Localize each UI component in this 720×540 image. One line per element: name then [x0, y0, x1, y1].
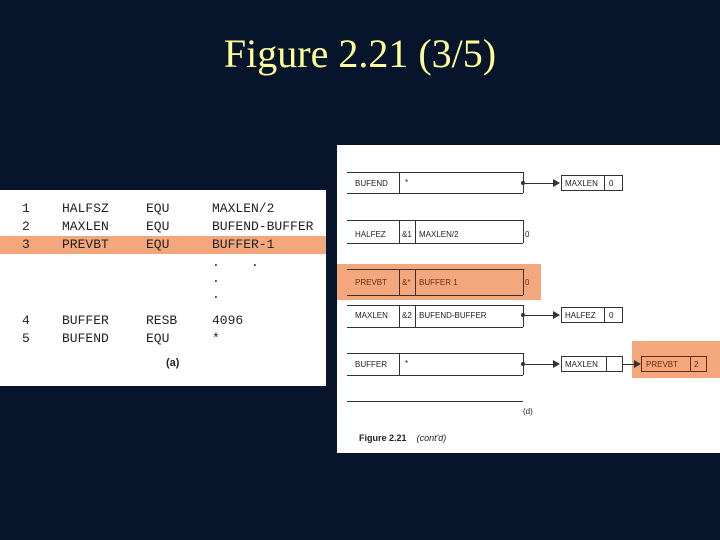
- column-divider: [415, 269, 416, 295]
- label: MAXLEN: [62, 219, 109, 234]
- panel-a-caption: (a): [166, 357, 180, 369]
- line-number: 4: [22, 313, 30, 328]
- slide-title: Figure 2.21 (3/5): [223, 31, 497, 76]
- pointer-arrow: [622, 364, 636, 365]
- node-label: PREVBT: [646, 360, 679, 369]
- symbol-expression: BUFFER 1: [419, 278, 458, 287]
- table-rule: [347, 375, 523, 376]
- column-divider: [415, 305, 416, 327]
- highlight-prevbt-row: [0, 236, 326, 254]
- symbol-flag: *: [405, 178, 409, 187]
- column-divider: [523, 220, 524, 243]
- node-label: MAXLEN: [565, 179, 598, 188]
- label: PREVBT: [62, 237, 109, 252]
- opcode: EQU: [146, 237, 170, 252]
- column-divider: [399, 269, 400, 295]
- line-number: 1: [22, 201, 30, 216]
- operand: MAXLEN/2: [212, 201, 275, 216]
- node-label: HALFEZ: [565, 311, 596, 320]
- symbol-name: MAXLEN: [355, 311, 388, 320]
- line-number: 2: [22, 219, 30, 234]
- line-number: 5: [22, 331, 30, 346]
- node-value: 0: [609, 311, 614, 320]
- symbol-flag: &*: [402, 278, 411, 287]
- symbol-name: BUFFER: [355, 360, 387, 369]
- node-label-box: [561, 356, 607, 372]
- column-divider: [399, 305, 400, 327]
- arrowhead: [553, 311, 560, 319]
- operand: 4096: [212, 313, 244, 328]
- label: BUFEND: [62, 331, 109, 346]
- symbol-flag: &2: [402, 311, 412, 320]
- symbol-pointer: 0: [525, 230, 530, 239]
- operand: BUFEND-BUFFER: [212, 219, 314, 234]
- column-divider: [415, 220, 416, 243]
- symbol-name: PREVBT: [355, 278, 388, 287]
- figure-caption: Figure 2.21 (cont'd): [359, 433, 446, 443]
- table-rule: [347, 401, 523, 402]
- panel-d-caption: (d): [523, 407, 533, 416]
- label: HALFSZ: [62, 201, 109, 216]
- node-label-box: [561, 307, 605, 323]
- symbol-table-panel: BUFEND * MAXLEN 0 HALFEZ &1 MAXLEN/2 0 P…: [337, 145, 720, 453]
- symbol-flag: *: [405, 359, 409, 368]
- symbol-flag: &1: [402, 230, 412, 239]
- operand: BUFFER-1: [212, 237, 275, 252]
- ellipsis: . .: [212, 255, 259, 270]
- source-listing-panel: 1 HALFSZ EQU MAXLEN/2 2 MAXLEN EQU BUFEN…: [0, 190, 326, 386]
- opcode: EQU: [146, 331, 170, 346]
- opcode: EQU: [146, 219, 170, 234]
- pointer-arrow: [525, 364, 555, 365]
- line-number: 3: [22, 237, 30, 252]
- arrowhead: [553, 360, 560, 368]
- figure-note: (cont'd): [416, 433, 447, 443]
- pointer-arrow: [525, 183, 555, 184]
- table-rule: [347, 193, 523, 194]
- pointer-dot: [521, 313, 525, 317]
- symbol-expression: BUFEND-BUFFER: [419, 311, 487, 320]
- column-divider: [523, 269, 524, 295]
- symbol-expression: MAXLEN/2: [419, 230, 459, 239]
- table-rule: [347, 327, 523, 328]
- column-divider: [399, 220, 400, 243]
- symbol-name: BUFEND: [355, 179, 388, 188]
- pointer-dot: [521, 181, 525, 185]
- table-rule: [347, 295, 523, 296]
- table-rule: [347, 172, 523, 173]
- node-value: 0: [609, 179, 614, 188]
- node-label-box: [641, 356, 691, 372]
- pointer-arrow: [525, 315, 555, 316]
- column-divider: [399, 353, 400, 375]
- node-label-box: [561, 175, 605, 191]
- highlight-prevbt-entry: [337, 264, 541, 300]
- ellipsis: .: [212, 271, 220, 286]
- symbol-pointer: 0: [525, 278, 530, 287]
- column-divider: [399, 172, 400, 193]
- symbol-name: HALFEZ: [355, 230, 386, 239]
- node-value: 2: [694, 360, 699, 369]
- arrowhead: [634, 360, 641, 368]
- table-rule: [347, 269, 523, 270]
- table-rule: [347, 305, 523, 306]
- pointer-dot: [521, 362, 525, 366]
- label: BUFFER: [62, 313, 109, 328]
- table-rule: [347, 353, 523, 354]
- node-label: MAXLEN: [565, 360, 598, 369]
- figure-label: Figure 2.21: [359, 433, 407, 443]
- table-rule: [347, 243, 523, 244]
- opcode: EQU: [146, 201, 170, 216]
- table-rule: [347, 220, 523, 221]
- opcode: RESB: [146, 313, 178, 328]
- arrowhead: [553, 179, 560, 187]
- ellipsis: .: [212, 287, 220, 302]
- operand: *: [212, 331, 220, 346]
